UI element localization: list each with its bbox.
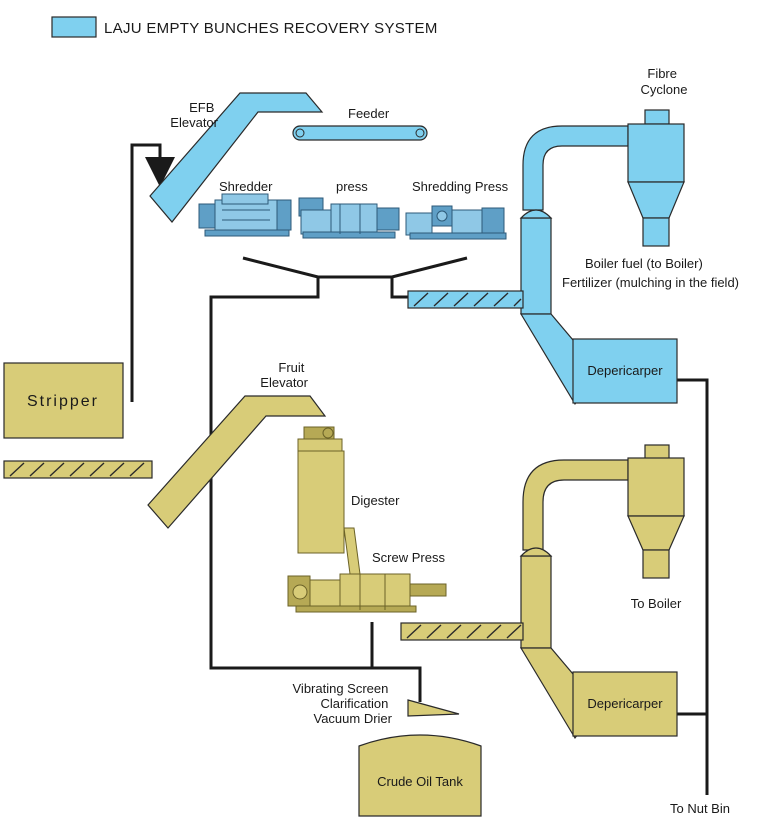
fruit-elevator-label: Fruit Elevator: [260, 360, 308, 390]
efb-elevator-label: EFB Elevator: [170, 100, 218, 130]
shredder-machine: [198, 193, 292, 237]
efb-elevator: [149, 92, 324, 223]
screw-press-label: Screw Press: [372, 550, 445, 565]
fertilizer-label: Fertilizer (mulching in the field): [562, 275, 739, 290]
feeder-conveyor: [292, 125, 428, 141]
digester: [297, 426, 361, 575]
feeder-label: Feeder: [348, 106, 390, 121]
depericarper-bottom-label: Depericarper: [587, 696, 663, 711]
stripper-label: Stripper: [27, 393, 99, 410]
fibre-cyclone: [627, 109, 685, 247]
depericarper-top-label: Depericarper: [587, 363, 663, 378]
legend-label: LAJU EMPTY BUNCHES RECOVERY SYSTEM: [104, 20, 438, 37]
legend-swatch: [51, 16, 97, 38]
legend: LAJU EMPTY BUNCHES RECOVERY SYSTEM: [51, 16, 438, 38]
fruit-elevator: [147, 395, 327, 529]
to-boiler-label: To Boiler: [631, 596, 682, 611]
press-label: press: [336, 179, 368, 194]
depericarper-bottom: [572, 671, 678, 737]
fibre-pipe: [522, 125, 629, 211]
fibre-cyclone-label: Fibre Cyclone: [641, 66, 688, 97]
collection-hopper: [242, 256, 468, 279]
shredding-press-label: Shredding Press: [412, 179, 509, 194]
khaki-cyclone-pipe: [522, 459, 629, 551]
left-screw-conveyor: [3, 460, 153, 479]
to-nut-bin-label: To Nut Bin: [670, 801, 730, 816]
blue-screw-conveyor: [407, 290, 524, 309]
right-screw-conveyor: [400, 622, 524, 641]
shredding-press-machine: [405, 205, 507, 240]
boiler-fuel-label: Boiler fuel (to Boiler): [585, 256, 703, 271]
boiler-cyclone: [627, 444, 685, 579]
vibrating-screen-label: Vibrating Screen Clarification Vacuum Dr…: [293, 681, 393, 726]
vibrating-screen: [407, 699, 460, 717]
press-machine: [298, 197, 400, 239]
stripper-box: [3, 362, 124, 439]
shredder-label: Shredder: [219, 179, 273, 194]
screw-press-machine: [287, 573, 447, 613]
crude-oil-tank-label: Crude Oil Tank: [377, 774, 463, 789]
flow-lines: [130, 143, 709, 795]
crude-oil-tank: [358, 734, 482, 817]
digester-label: Digester: [351, 493, 400, 508]
depericarper-top: [572, 338, 678, 404]
